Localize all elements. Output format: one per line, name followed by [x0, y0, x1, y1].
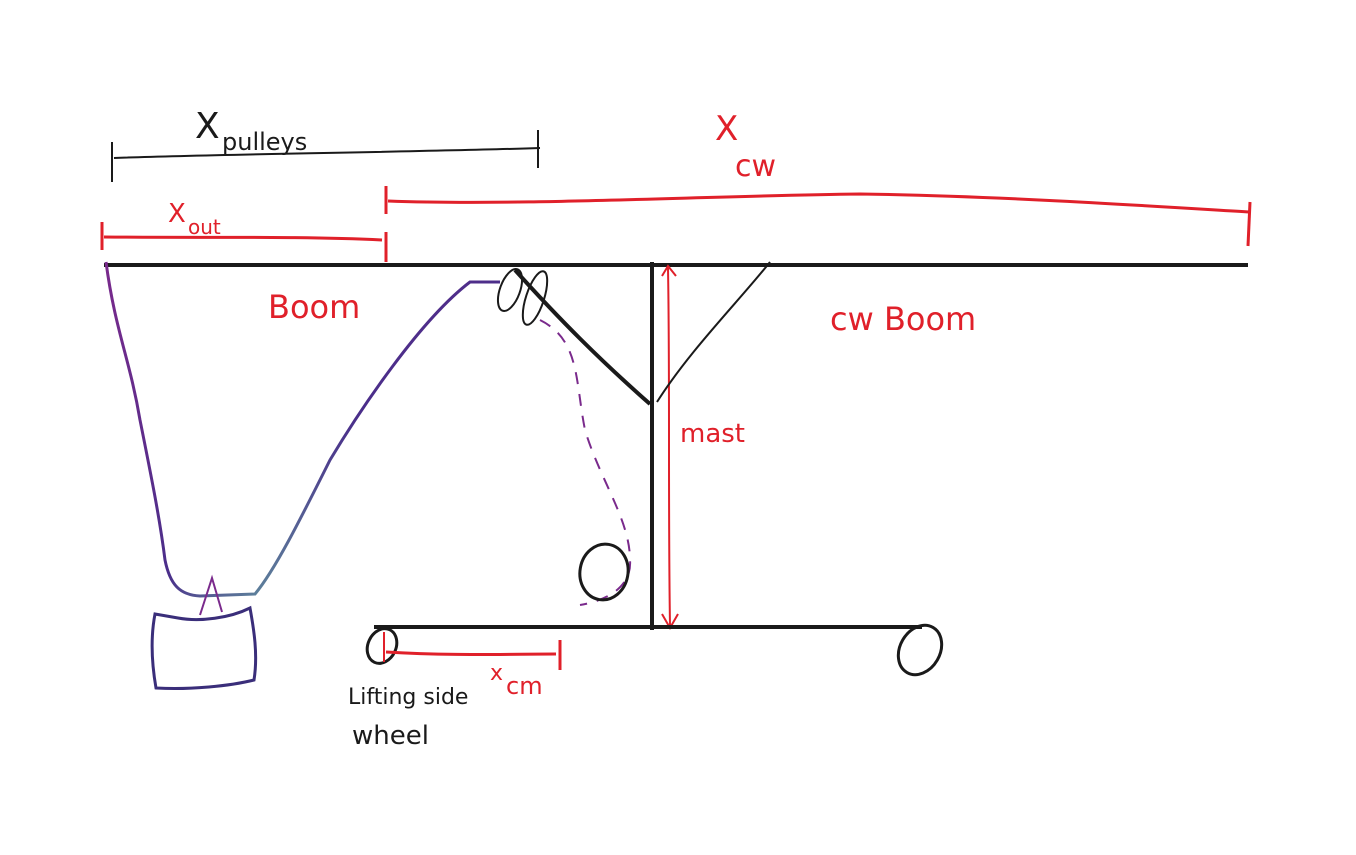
- mast-dimension: [661, 264, 679, 631]
- pulley-icon: [496, 268, 524, 312]
- wheel-label: wheel: [352, 721, 429, 751]
- x-cw-subscript: cw: [735, 149, 776, 184]
- boom-label: Boom: [268, 288, 360, 326]
- boom-stay: [513, 268, 652, 406]
- x-cw-label: X: [715, 109, 738, 149]
- x-pulleys-subscript: pulleys: [222, 128, 307, 156]
- x-cm-dimension: [383, 632, 562, 670]
- x-pulleys-label: X: [195, 106, 220, 147]
- mast-label: mast: [680, 419, 745, 449]
- x-out-label: X: [168, 199, 186, 229]
- counterweight-cable: [539, 319, 632, 606]
- x-cm-label: x: [490, 661, 503, 686]
- cw-boom-label: cw Boom: [830, 300, 976, 338]
- lifting-cable: [104, 261, 500, 598]
- pulley-icon: [521, 270, 549, 326]
- lifting-side-label: Lifting side: [348, 685, 468, 710]
- cw-boom-stay: [656, 261, 771, 403]
- x-out-subscript: out: [188, 215, 221, 239]
- counterweight-icon: [578, 542, 630, 602]
- x-cm-subscript: cm: [506, 672, 543, 700]
- x-out-dimension: [100, 222, 388, 262]
- x-pulleys-dimension: [111, 130, 541, 182]
- x-cw-dimension: [384, 186, 1252, 247]
- rear-wheel-icon: [896, 623, 944, 677]
- lifting-side-wheel-icon: [365, 627, 399, 665]
- load-box: [150, 574, 258, 691]
